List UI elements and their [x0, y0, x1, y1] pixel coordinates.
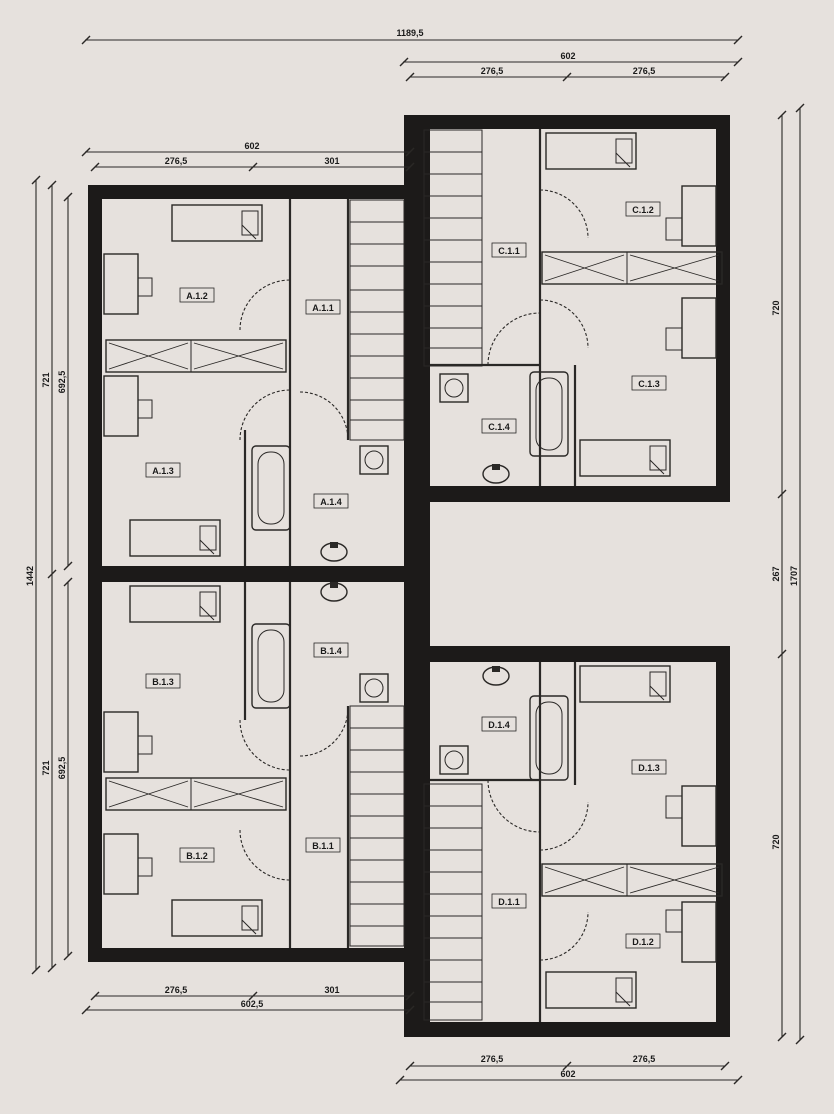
- stairs: [349, 129, 483, 1021]
- dim-top-overall: 1189,5: [396, 28, 423, 38]
- dim-top-right-left: 276,5: [481, 66, 504, 76]
- dim-bottom-left-a: 276,5: [165, 985, 188, 995]
- room-label-c13: C.1.3: [638, 379, 660, 389]
- room-label-b13: B.1.3: [152, 677, 174, 687]
- room-label-a13: A.1.3: [152, 466, 174, 476]
- dim-right-lower: 720: [771, 834, 781, 849]
- dim-bottom-right-total: 602: [560, 1069, 575, 1079]
- room-label-d12: D.1.2: [632, 937, 654, 947]
- dim-left-block-total: 602: [244, 141, 259, 151]
- dim-left-upper-inner: 692,5: [57, 371, 67, 394]
- furniture: [103, 132, 723, 1009]
- dim-left-upper-outer: 721: [41, 372, 51, 387]
- dim-bottom-right-right: 276,5: [633, 1054, 656, 1064]
- room-label-a14: A.1.4: [320, 497, 342, 507]
- room-label-a11: A.1.1: [312, 303, 334, 313]
- room-label-d13: D.1.3: [638, 763, 660, 773]
- dim-right-overall: 1707: [789, 566, 799, 586]
- dim-right-upper: 720: [771, 300, 781, 315]
- room-label-b11: B.1.1: [312, 841, 334, 851]
- dimension-lines: [35, 39, 801, 1081]
- dim-bottom-left-total: 602,5: [241, 999, 264, 1009]
- dimension-ticks: [31, 35, 805, 1085]
- dim-top-right-total: 602: [560, 51, 575, 61]
- room-label-c14: C.1.4: [488, 422, 510, 432]
- room-label-d11: D.1.1: [498, 897, 520, 907]
- dimension-labels: 1189,5 602 276,5 276,5 602 276,5 301 276…: [25, 28, 799, 1079]
- dim-bottom-right-left: 276,5: [481, 1054, 504, 1064]
- interior-partitions: [243, 129, 577, 1022]
- dim-left-lower-inner: 692,5: [57, 757, 67, 780]
- dim-left-block-a: 276,5: [165, 156, 188, 166]
- walls: [88, 115, 730, 1037]
- room-label-d14: D.1.4: [488, 720, 510, 730]
- doors: [239, 189, 589, 961]
- room-label-c12: C.1.2: [632, 205, 654, 215]
- room-labels: A.1.2 A.1.1 A.1.3 A.1.4 B.1.4 B.1.3 B.1.…: [145, 201, 667, 949]
- room-label-a12: A.1.2: [186, 291, 208, 301]
- dim-left-lower-outer: 721: [41, 760, 51, 775]
- dim-right-middle: 267: [771, 566, 781, 581]
- dim-left-overall: 1442: [25, 566, 35, 586]
- room-label-b14: B.1.4: [320, 646, 342, 656]
- room-label-c11: C.1.1: [498, 246, 520, 256]
- room-label-b12: B.1.2: [186, 851, 208, 861]
- dim-bottom-left-b: 301: [324, 985, 339, 995]
- dim-top-right-right: 276,5: [633, 66, 656, 76]
- dim-left-block-b: 301: [324, 156, 339, 166]
